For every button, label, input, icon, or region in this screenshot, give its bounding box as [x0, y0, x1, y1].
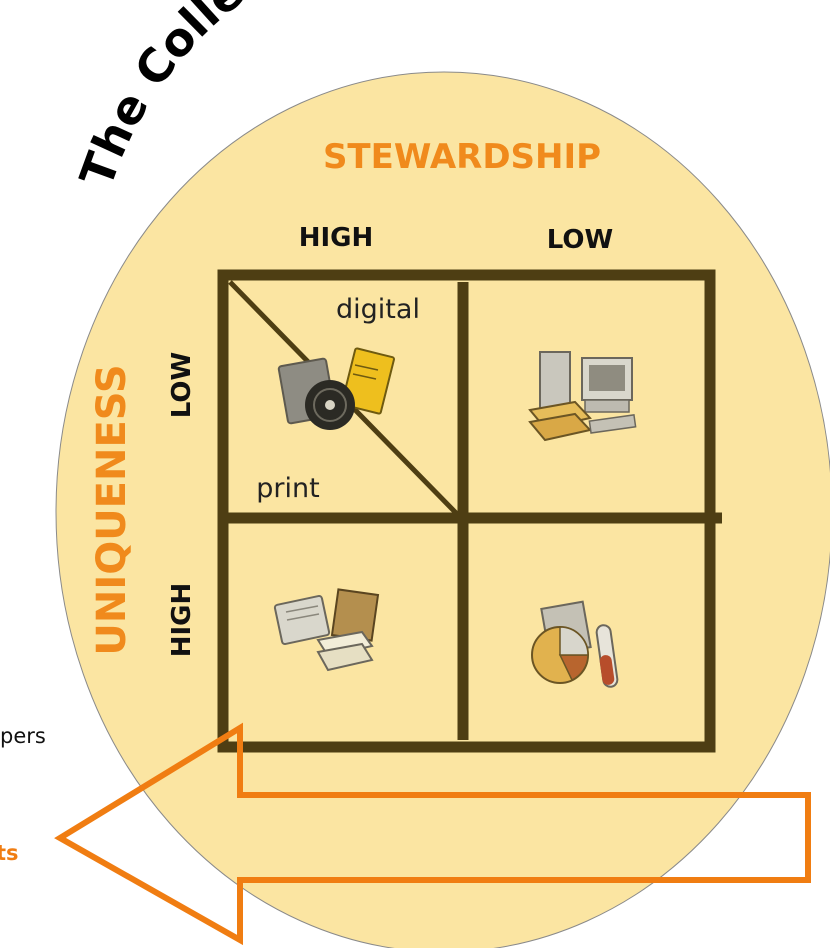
stewardship-low-label: LOW [547, 225, 613, 255]
cropped-highlight-text: ts [0, 841, 19, 865]
cell-print-label: print [256, 473, 319, 504]
uniqueness-low-label: LOW [167, 352, 197, 418]
computer-books-icon [528, 351, 637, 442]
cropped-text-line: pers [0, 724, 46, 748]
manuscripts-books-icon [273, 588, 380, 672]
collection-circle [55, 71, 830, 948]
disk-cd-book-icon [277, 347, 395, 430]
pie-chart-floppy-testtube-icon [531, 600, 619, 688]
matrix-grid [217, 269, 722, 753]
left-pointing-arrow [54, 722, 811, 946]
cell-digital-label: digital [336, 294, 420, 325]
stewardship-high-label: HIGH [299, 223, 374, 253]
stewardship-label: STEWARDSHIP [323, 137, 601, 177]
matrix-border [217, 269, 716, 753]
uniqueness-high-label: HIGH [167, 583, 197, 658]
uniqueness-label: UNIQUENESS [89, 364, 135, 655]
